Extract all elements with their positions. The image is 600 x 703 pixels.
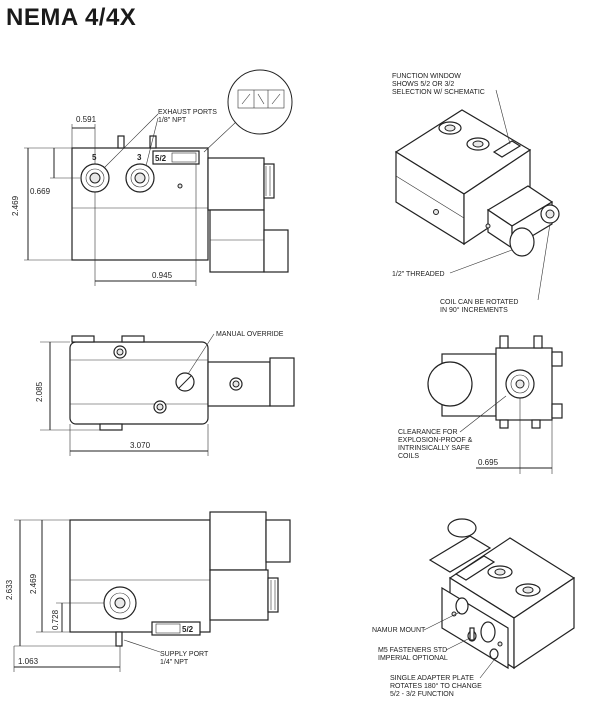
label-coil-line1: COIL CAN BE ROTATED (440, 299, 518, 306)
label-supply-line2: 1/4" NPT (160, 659, 189, 666)
label-function-window-line1: FUNCTION WINDOW (392, 73, 461, 80)
label-threaded: 1/2" THREADED (392, 271, 445, 278)
dim-front-left-inner: 0.669 (30, 187, 51, 196)
dim-front-bottom: 0.945 (152, 271, 173, 280)
function-window-side (151, 621, 201, 636)
dim-side-left-mid: 2.469 (29, 573, 38, 594)
label-m5-line1: M5 FASTENERS STD (378, 647, 447, 654)
iso-threaded-port-icon (509, 227, 535, 257)
function-window-front-label: 5/2 (155, 154, 167, 163)
front-view: 5 3 5/2 0.591 EXHAUST PORTS 1/8" NPT 2.4… (11, 69, 293, 286)
label-plate-line1: SINGLE ADAPTER PLATE (390, 675, 474, 682)
label-clearance-line3: INTRINSICALLY SAFE (398, 445, 470, 452)
label-manual-override: MANUAL OVERRIDE (216, 331, 284, 338)
label-clearance-line1: CLEARANCE FOR (398, 429, 458, 436)
coil-housing-front (207, 157, 265, 211)
coil-housing-side (209, 511, 267, 571)
port-3-label: 3 (137, 153, 142, 162)
label-supply-line1: SUPPLY PORT (160, 651, 209, 658)
port-5-label: 5 (92, 153, 97, 162)
dim-front-top: 0.591 (76, 115, 97, 124)
dim-side-bottom: 1.063 (18, 657, 39, 666)
label-function-window-line3: SELECTION W/ SCHEMATIC (392, 89, 485, 96)
iso-bottom-view: NAMUR MOUNT M5 FASTENERS STD IMPERIAL OP… (372, 518, 576, 698)
label-namur: NAMUR MOUNT (372, 627, 426, 634)
label-plate-line2: ROTATES 180° TO CHANGE (390, 682, 482, 690)
label-coil-line2: IN 90° INCREMENTS (440, 306, 508, 314)
end-view-clearance-circle-icon (427, 361, 473, 407)
iso-top-view: FUNCTION WINDOW SHOWS 5/2 OR 3/2 SELECTI… (392, 73, 560, 314)
dim-side-left-outer: 2.633 (5, 579, 14, 600)
iso-function-window-icon (492, 140, 522, 158)
end-view: CLEARANCE FOR EXPLOSION-PROOF & INTRINSI… (398, 335, 563, 474)
side-view: 5/2 SUPPLY PORT 1/4" NPT 2.633 2.469 0.7… (5, 511, 291, 672)
dim-front-left-outer: 2.469 (11, 195, 20, 216)
label-plate-line3: 5/2 - 3/2 FUNCTION (390, 691, 454, 698)
schematic-callout-icon (227, 69, 293, 135)
label-clearance-line4: COILS (398, 453, 419, 460)
dim-end-bottom: 0.695 (478, 458, 499, 467)
function-window-side-label: 5/2 (182, 625, 194, 634)
label-m5-line2: IMPERIAL OPTIONAL (378, 655, 448, 662)
label-exhaust-line2: 1/8" NPT (158, 117, 187, 124)
iso-namur-port-icon (480, 621, 496, 643)
label-function-window-line2: SHOWS 5/2 OR 3/2 (392, 81, 454, 88)
dim-side-left-inner: 0.728 (51, 609, 60, 630)
top-view: MANUAL OVERRIDE 2.085 3.070 (35, 331, 295, 456)
dim-top-bottom: 3.070 (130, 441, 151, 450)
function-window-front (152, 150, 200, 165)
label-clearance-line2: EXPLOSION-PROOF & (398, 437, 473, 444)
label-exhaust-line1: EXHAUST PORTS (158, 109, 217, 116)
valve-body-side (69, 519, 211, 633)
dim-top-left: 2.085 (35, 381, 44, 402)
page-title: NEMA 4/4X (6, 4, 137, 31)
